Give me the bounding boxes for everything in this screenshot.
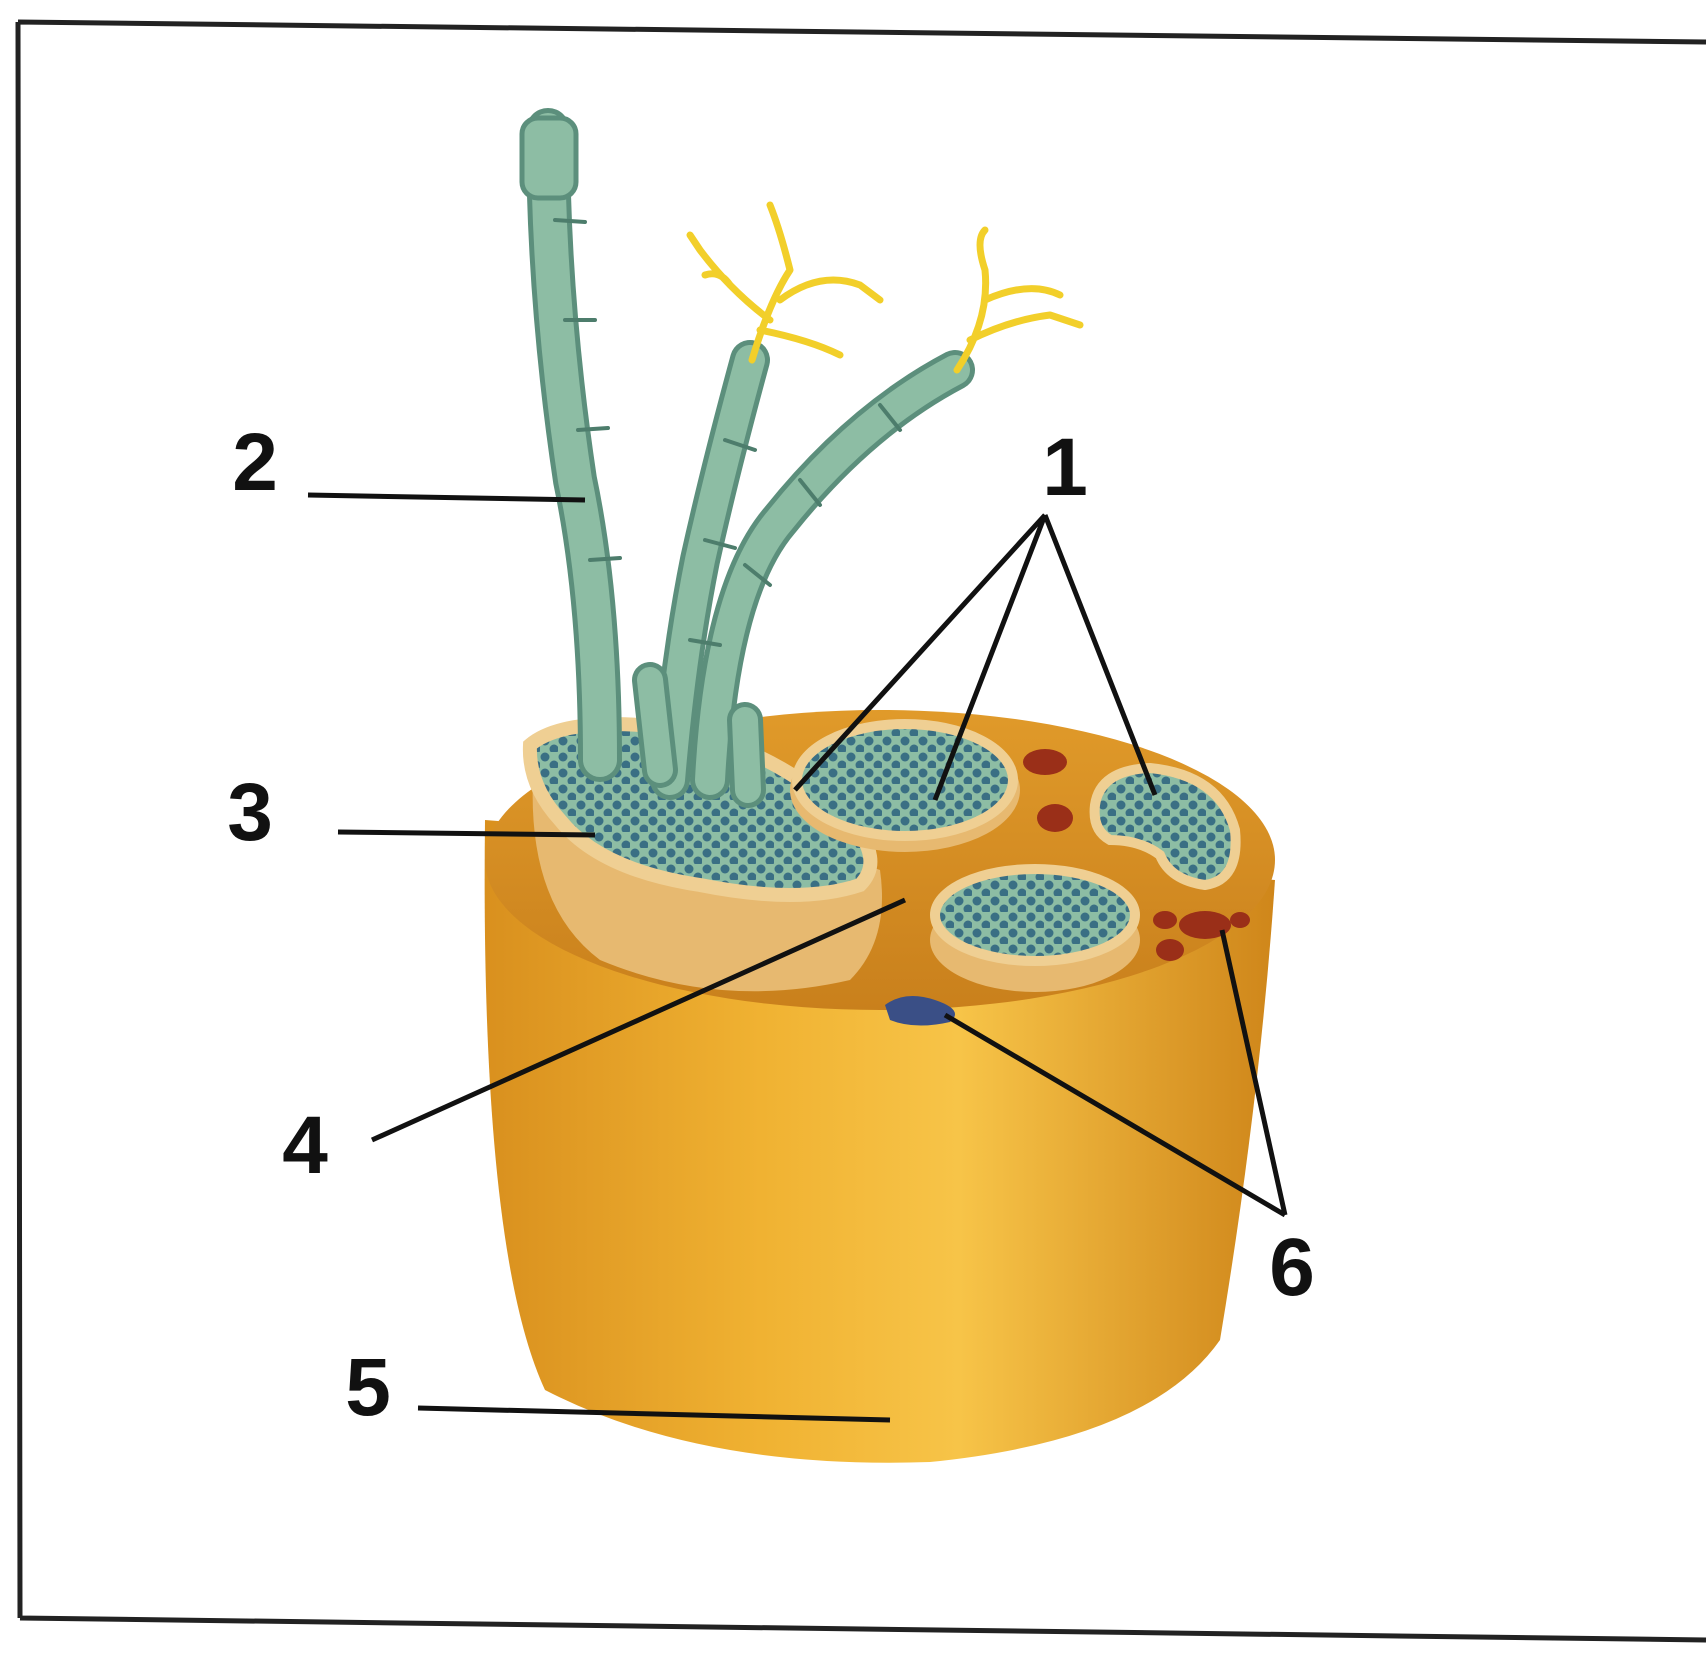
artery xyxy=(1023,749,1067,775)
label-5: 5 xyxy=(345,1342,391,1433)
nerve-fibers xyxy=(522,118,1080,790)
leader-2 xyxy=(308,495,585,500)
label-1: 1 xyxy=(1042,422,1088,513)
artery xyxy=(1153,911,1177,929)
label-2: 2 xyxy=(232,417,278,508)
artery xyxy=(1230,912,1250,928)
label-4: 4 xyxy=(282,1100,328,1191)
artery xyxy=(1156,939,1184,961)
leader-3 xyxy=(338,832,595,835)
fascicle-upper-middle xyxy=(790,724,1020,852)
artery xyxy=(1037,804,1073,832)
label-6: 6 xyxy=(1269,1222,1315,1313)
fascicle-lower-middle xyxy=(930,869,1140,992)
label-3: 3 xyxy=(227,767,273,858)
